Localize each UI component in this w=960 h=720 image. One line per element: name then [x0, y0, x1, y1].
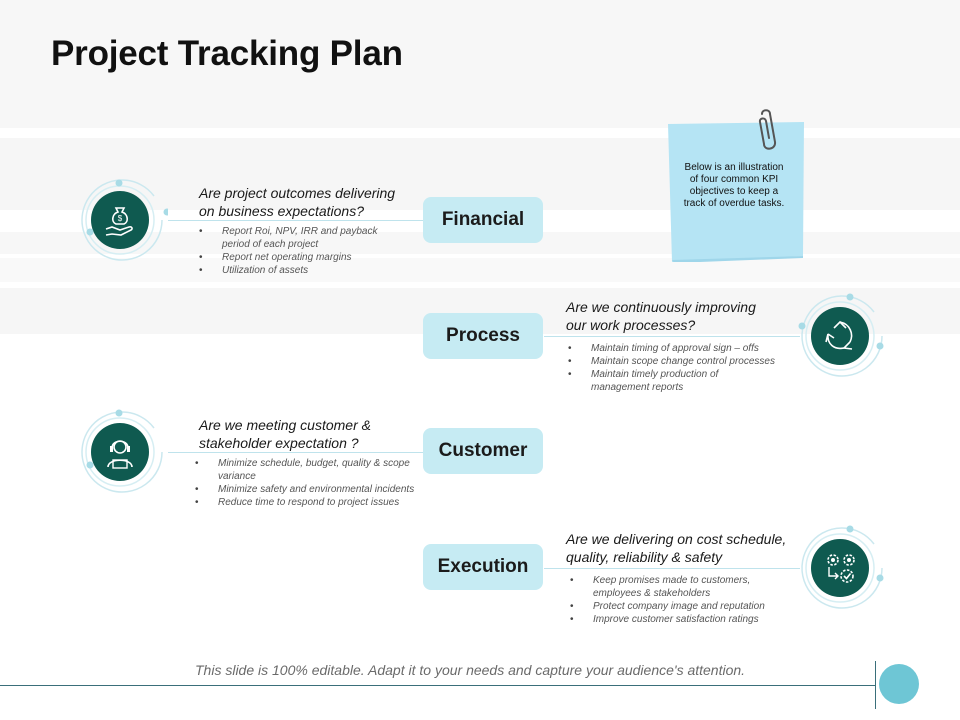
bullet-item: Utilization of assets — [199, 264, 404, 277]
question-financial: Are project outcomes delivering on busin… — [199, 185, 396, 219]
bullet-item: Report Roi, NPV, IRR and payback period … — [199, 225, 404, 251]
bullet-list-process: Maintain timing of approval sign – offs … — [568, 342, 808, 394]
customer-icon-badge — [72, 404, 168, 500]
footer-vertical-divider — [875, 661, 876, 709]
recycle-arrows-icon — [825, 320, 853, 350]
sticky-note — [666, 122, 804, 263]
kpi-execution: Execution — [423, 544, 543, 590]
footer-dot — [879, 664, 919, 704]
bullet-list-execution: Keep promises made to customers, employe… — [570, 574, 790, 626]
financial-icon-badge: $ — [72, 172, 168, 268]
bullet-item: Minimize schedule, budget, quality & sco… — [195, 457, 418, 483]
bullet-list-customer: Minimize schedule, budget, quality & sco… — [195, 457, 435, 509]
question-customer: Are we meeting customer & stakeholder ex… — [199, 417, 371, 451]
bullet-item: Reduce time to respond to project issues — [195, 496, 435, 509]
connector-line — [168, 220, 424, 221]
bullet-item: Report net operating margins — [199, 251, 404, 264]
question-process: Are we continuously improving our work p… — [566, 299, 756, 333]
bullet-item: Maintain timely production of management… — [568, 368, 741, 394]
bullet-item: Maintain scope change control processes — [568, 355, 808, 368]
footer-divider — [0, 685, 875, 686]
bullet-item: Maintain timing of approval sign – offs — [568, 342, 808, 355]
connector-line — [168, 452, 424, 453]
kpi-customer: Customer — [423, 428, 543, 474]
connector-line — [544, 336, 800, 337]
bullet-item: Improve customer satisfaction ratings — [570, 613, 790, 626]
gears-check-icon — [827, 554, 855, 583]
process-icon-badge — [792, 288, 888, 384]
execution-icon-badge — [792, 520, 888, 616]
background-band — [0, 258, 960, 282]
bullet-item: Minimize safety and environmental incide… — [195, 483, 435, 496]
kpi-process: Process — [423, 313, 543, 359]
money-bag-hand-icon: $ — [105, 207, 133, 236]
note-text: Below is an illustration of four common … — [683, 162, 785, 209]
header-band — [0, 0, 960, 128]
kpi-financial: Financial — [423, 197, 543, 243]
bullet-item: Keep promises made to customers, employe… — [570, 574, 773, 600]
bullet-item: Protect company image and reputation — [570, 600, 790, 613]
footer-text: This slide is 100% editable. Adapt it to… — [195, 662, 746, 678]
customer-support-icon — [107, 440, 133, 469]
svg-text:$: $ — [118, 214, 123, 223]
question-execution: Are we delivering on cost schedule, qual… — [566, 531, 787, 565]
paperclip-icon — [758, 109, 777, 150]
bullet-list-financial: Report Roi, NPV, IRR and payback period … — [199, 225, 404, 277]
connector-line — [544, 568, 800, 569]
page-title: Project Tracking Plan — [51, 34, 403, 73]
